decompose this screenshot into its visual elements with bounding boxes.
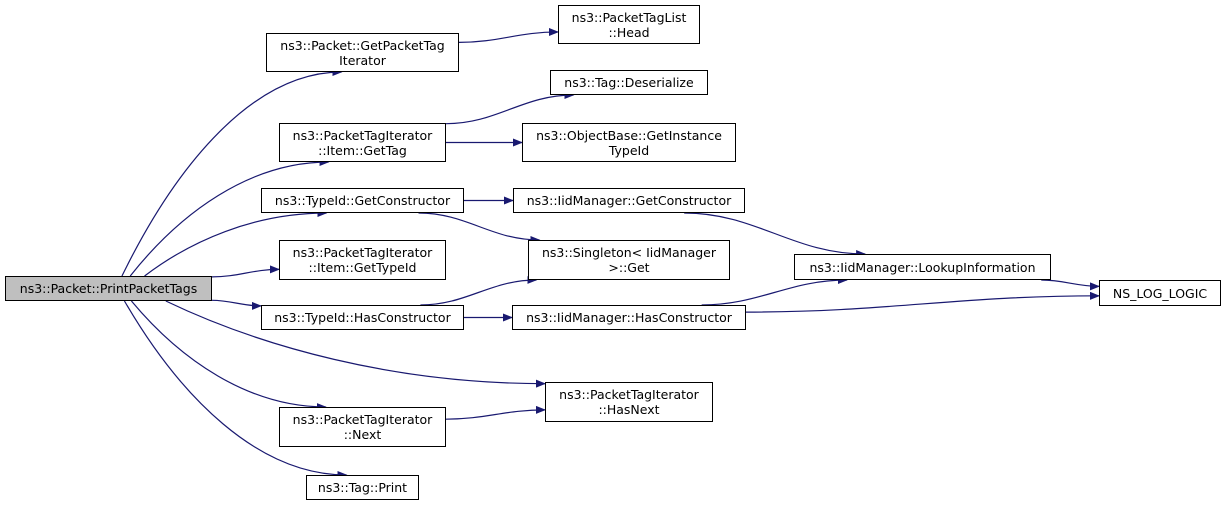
node-packet-tag-iterator-item-get-type-id[interactable]: ns3::PacketTagIterator ::Item::GetTypeId <box>279 240 446 280</box>
node-label-line: TypeId <box>608 142 650 158</box>
node-packet-print-packet-tags: ns3::Packet::PrintPacketTags <box>5 276 212 301</box>
node-label-line: ::Head <box>608 24 650 40</box>
node-label-line: ns3::TypeId::GetConstructor <box>274 193 451 208</box>
node-label-line: ns3::IidManager::GetConstructor <box>526 193 732 208</box>
node-label-line: ns3::IidManager::LookupInformation <box>809 259 1036 275</box>
edge-root-to-itemGetTypeId <box>211 265 280 278</box>
edge-iidHasConstructor-to-lookupInformation <box>701 276 848 306</box>
node-packet-tag-iterator-next[interactable]: ns3::PacketTagIterator ::Next <box>279 407 446 447</box>
node-packet-tag-iterator-item-get-tag[interactable]: ns3::PacketTagIterator ::Item::GetTag <box>279 123 446 162</box>
node-singleton-iid-manager-get[interactable]: ns3::Singleton< IidManager >::Get <box>528 240 730 280</box>
edge-typeIdGetConstructor-to-singletonGet <box>418 212 541 244</box>
node-object-base-get-instance-type-id[interactable]: ns3::ObjectBase::GetInstance TypeId <box>522 123 736 162</box>
node-label-line: ns3::Tag::Deserialize <box>564 75 694 90</box>
edge-root-to-hasNext <box>165 300 546 388</box>
node-label-line: ns3::Tag::Print <box>317 480 408 495</box>
node-label-line: ::HasNext <box>598 402 660 417</box>
edge-getPacketTagIterator-to-packetTagListHead <box>458 27 559 43</box>
node-iid-manager-lookup-information[interactable]: ns3::IidManager::LookupInformation <box>794 254 1051 280</box>
node-label-line: ns3::Singleton< IidManager <box>541 245 717 260</box>
node-label-line: >::Get <box>608 260 650 275</box>
node-packet-tag-list-head[interactable]: ns3::PacketTagList ::Head <box>558 5 700 44</box>
node-tag-deserialize[interactable]: ns3::Tag::Deserialize <box>550 70 708 95</box>
node-label-line: ::Item::GetTypeId <box>308 260 417 275</box>
edge-iidHasConstructor-to-nsLogLogic <box>745 291 1100 313</box>
node-label-line: ns3::Packet::PrintPacketTags <box>19 281 198 296</box>
edge-lookupInformation-to-nsLogLogic <box>1041 279 1100 291</box>
node-label-line: ::Next <box>343 427 382 442</box>
node-label-line: ns3::PacketTagIterator <box>292 127 433 143</box>
edge-iidGetConstructor-to-lookupInformation <box>684 212 867 258</box>
edge-next-to-hasNext <box>445 405 546 420</box>
node-type-id-has-constructor[interactable]: ns3::TypeId::HasConstructor <box>261 305 464 330</box>
node-label-line: ns3::Packet::GetPacketTag <box>280 37 445 53</box>
node-label-line: ns3::IidManager::HasConstructor <box>526 310 732 325</box>
node-label-line: ::Item::GetTag <box>318 142 407 158</box>
node-iid-manager-has-constructor[interactable]: ns3::IidManager::HasConstructor <box>512 305 746 330</box>
edge-typeIdHasConstructor-to-singletonGet <box>420 276 538 306</box>
node-packet-tag-iterator-has-next[interactable]: ns3::PacketTagIterator ::HasNext <box>545 382 713 422</box>
edge-root-to-typeIdHasConstructor <box>211 299 262 310</box>
node-tag-print[interactable]: ns3::Tag::Print <box>306 475 419 500</box>
node-packet-get-packet-tag-iterator[interactable]: ns3::Packet::GetPacketTag Iterator <box>266 33 459 72</box>
node-label-line: ns3::TypeId::HasConstructor <box>274 310 451 325</box>
edge-root-to-itemGetTag <box>129 158 330 277</box>
node-label-line: Iterator <box>339 52 386 68</box>
node-label-line: ns3::ObjectBase::GetInstance <box>536 127 722 143</box>
node-iid-manager-get-constructor[interactable]: ns3::IidManager::GetConstructor <box>513 188 745 213</box>
node-ns-log-logic[interactable]: NS_LOG_LOGIC <box>1099 280 1221 306</box>
edge-root-to-typeIdGetConstructor <box>144 209 328 277</box>
node-label-line: NS_LOG_LOGIC <box>1112 285 1208 301</box>
node-label-line: ns3::PacketTagList <box>571 9 687 25</box>
node-label-line: ns3::PacketTagIterator <box>292 412 433 427</box>
node-label-line: ns3::PacketTagIterator <box>559 387 699 402</box>
node-label-line: ns3::PacketTagIterator <box>292 245 433 260</box>
edge-root-to-tagPrint <box>123 300 348 479</box>
edge-root-to-getPacketTagIterator <box>121 68 343 277</box>
node-type-id-get-constructor[interactable]: ns3::TypeId::GetConstructor <box>261 188 464 213</box>
edge-itemGetTag-to-tagDeserialize <box>445 91 575 125</box>
edge-root-to-next <box>130 300 327 411</box>
